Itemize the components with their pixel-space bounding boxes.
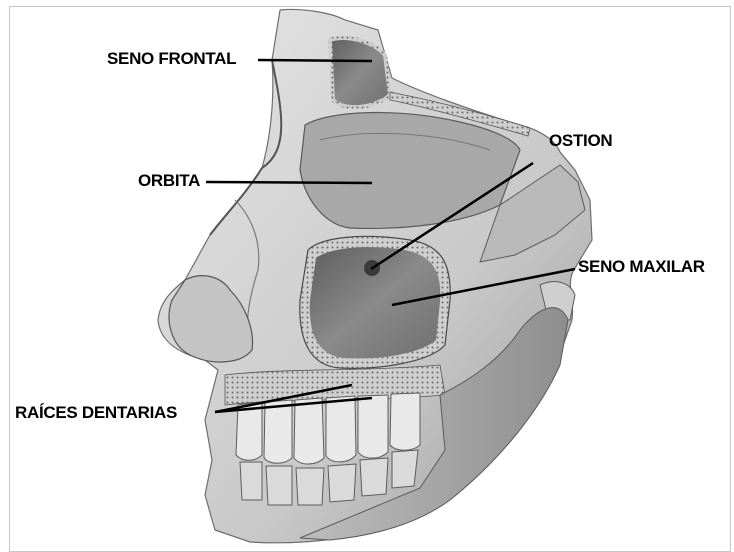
frontal-sinus — [330, 38, 390, 107]
orbit-cavity — [300, 113, 520, 229]
label-seno-maxilar: SENO MAXILAR — [578, 258, 705, 275]
label-orbita: ORBITA — [138, 172, 200, 189]
label-seno-frontal: SENO FRONTAL — [107, 50, 236, 67]
label-ostion: OSTION — [549, 132, 612, 149]
label-raices-dentarias: RAÍCES DENTARIAS — [15, 404, 177, 421]
leader-seno-frontal — [258, 60, 372, 61]
maxillary-sinus — [300, 236, 450, 368]
leader-orbita — [206, 182, 372, 183]
